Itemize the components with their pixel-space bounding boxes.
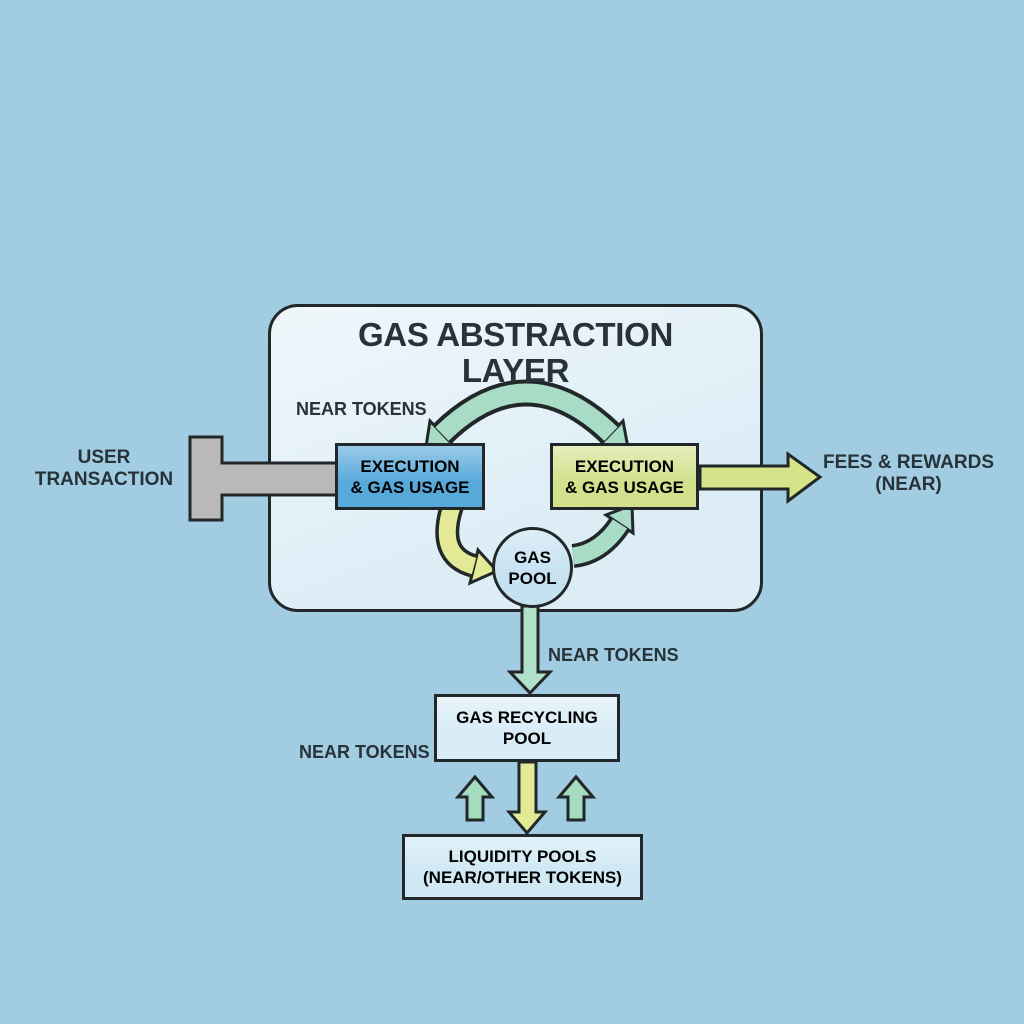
user-transaction-label-line2: TRANSACTION [34,469,174,490]
user-transaction-label: USER TRANSACTION [14,447,194,491]
near-tokens-label-mid: NEAR TOKENS [548,645,679,665]
gas-pool-line1: GAS [514,547,551,567]
recycling-to-liquidity-arrow [505,760,549,836]
near-tokens-label-bottom-left: NEAR TOKENS [299,742,430,762]
diagram-title-line2: LAYER [461,352,570,389]
fees-rewards-label-line2: (NEAR) [875,474,942,495]
gas-recycling-pool-node: GAS RECYCLING POOL [434,694,620,762]
liquidity-line2: (NEAR/OTHER TOKENS) [423,868,622,887]
execution-left-line2: & GAS USAGE [350,477,470,497]
fees-rewards-arrow [698,451,823,504]
execution-right-line2: & GAS USAGE [564,477,685,497]
execution-gas-usage-node-right: EXECUTION & GAS USAGE [550,443,699,510]
liquidity-to-recycling-arrow-right [555,774,597,822]
gas-pool-line2: POOL [508,568,557,588]
diagram-title-line1: GAS ABSTRACTION [357,316,674,353]
execution-right-line1: EXECUTION [574,456,675,476]
swap-arc-arrow-fill [435,383,618,441]
pool-to-execution-arrow-fill [571,519,628,565]
gas-pool-node: GAS POOL [492,527,573,608]
liquidity-to-recycling-arrow-left [454,774,496,822]
execution-left-line1: EXECUTION [360,456,460,476]
liquidity-pools-node: LIQUIDITY POOLS (NEAR/OTHER TOKENS) [402,834,643,900]
gas-recycling-line2: POOL [502,729,552,748]
execution-to-pool-arrowhead [467,546,500,586]
fees-rewards-label: FEES & REWARDS (NEAR) [818,452,999,496]
execution-gas-usage-node-left: EXECUTION & GAS USAGE [335,443,485,510]
pool-to-recycling-arrow [506,604,554,696]
execution-to-pool-arrow-fill [438,503,477,575]
fees-rewards-label-line1: FEES & REWARDS [822,452,995,473]
liquidity-line1: LIQUIDITY POOLS [448,847,597,866]
user-transaction-connector [188,435,339,522]
diagram-title: GAS ABSTRACTION LAYER [268,317,763,389]
gas-recycling-line1: GAS RECYCLING [456,708,598,727]
near-tokens-label-top: NEAR TOKENS [296,399,427,419]
user-transaction-label-line1: USER [77,447,131,468]
